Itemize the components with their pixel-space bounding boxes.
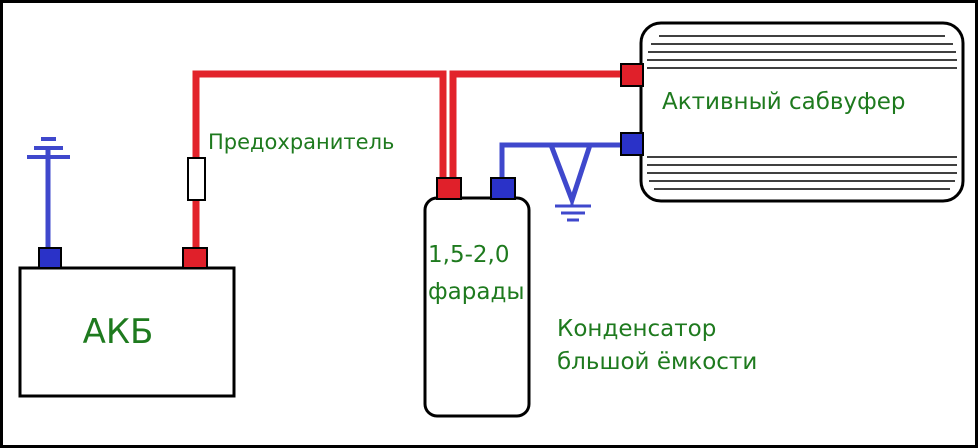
negative-wire-capacitor-subwoofer [499,142,623,183]
subwoofer-positive-terminal [620,63,644,87]
capacitance-unit: фарады [428,279,525,305]
positive-wire-capacitor-subwoofer [449,70,623,183]
capacitor-body [423,196,531,418]
subwoofer-fins [647,35,957,190]
capacitor-positive-terminal [436,177,462,200]
capacitor-label-line1: Конденсатор [557,316,716,342]
battery-negative-terminal [38,247,62,269]
subwoofer-negative-terminal [620,132,644,156]
ground-icon [27,137,70,159]
capacitor-label-line2: бльшой ёмкости [557,349,757,375]
capacitance-value: 1,5-2,0 [428,242,509,268]
fuse-icon [187,157,206,201]
subwoofer-amplifier: Активный сабвуфер [620,21,965,203]
battery-positive-terminal [182,247,208,269]
battery-label: АКБ [83,312,154,352]
subwoofer-label: Активный сабвуфер [662,89,906,115]
capacitor-negative-terminal [490,177,516,200]
battery-body [18,266,236,398]
ground-icon [555,200,591,222]
fuse-label: Предохранитель [208,130,394,154]
